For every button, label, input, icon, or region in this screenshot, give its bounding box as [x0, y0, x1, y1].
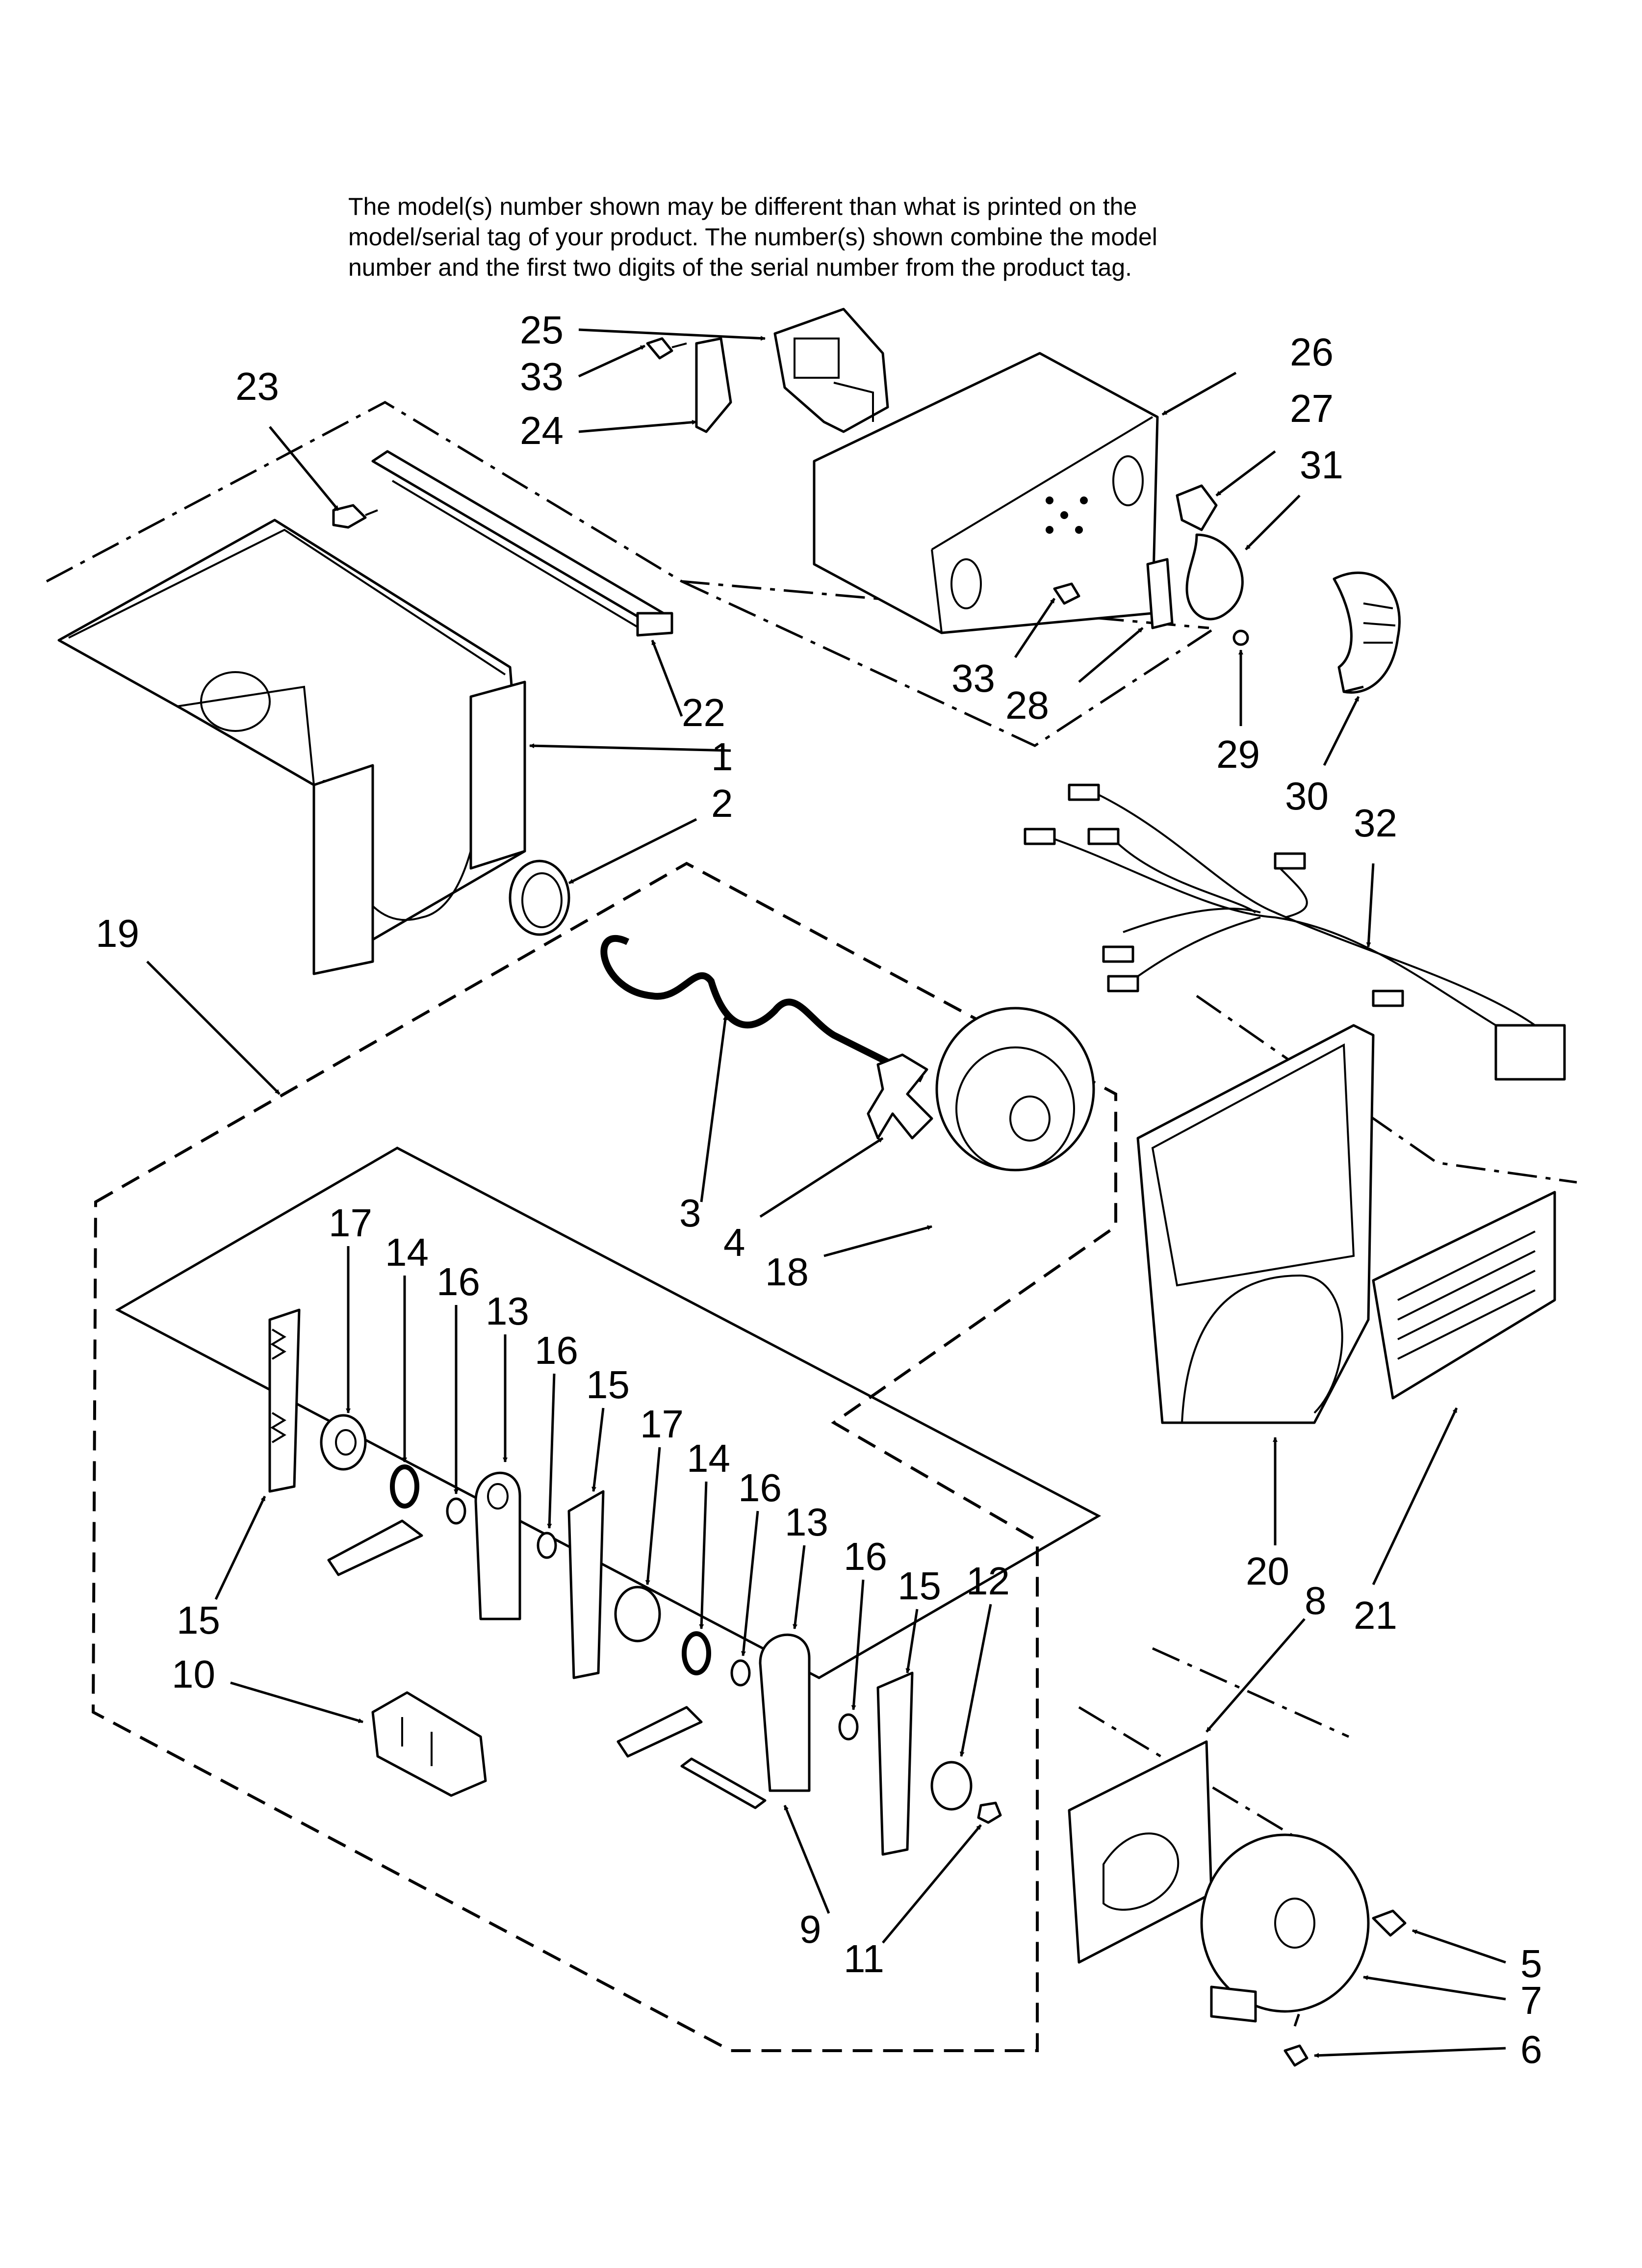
nut-part-29 — [1232, 629, 1249, 646]
dispenser-front-part-20 — [1136, 1024, 1375, 1424]
callout-2: 2 — [711, 782, 733, 825]
wiring-harness-frame — [1196, 994, 1577, 1184]
callout-17-mid: 17 — [640, 1402, 684, 1446]
screw-part-6 — [1283, 2044, 1308, 2067]
bucket-rail-part-22 — [371, 450, 673, 637]
model-number-note: The model(s) number shown may be differe… — [348, 191, 1427, 283]
callout-1: 1 — [711, 735, 733, 779]
ring-part-14-mid — [682, 1631, 711, 1675]
callout-22: 22 — [682, 691, 725, 734]
callout-27: 27 — [1290, 387, 1334, 430]
ice-bucket-part-1 — [57, 519, 526, 975]
blade-part-4 — [867, 1053, 933, 1140]
callout-30: 30 — [1285, 774, 1329, 818]
callout-32: 32 — [1354, 801, 1397, 845]
callout-16-d: 16 — [844, 1535, 887, 1578]
callout-12: 12 — [966, 1559, 1010, 1603]
callout-23: 23 — [235, 365, 279, 408]
wiring-harness-part-32 — [1024, 783, 1566, 1081]
spacer-part-16-c — [730, 1659, 751, 1687]
motor-part-25 — [773, 308, 889, 433]
plate-part-13-mid — [759, 1633, 811, 1792]
ring-part-14-left — [390, 1464, 419, 1509]
crusher-subassembly-frame — [115, 1147, 1102, 1679]
note-line-1: The model(s) number shown may be differe… — [348, 193, 1137, 220]
callout-10: 10 — [172, 1652, 215, 1696]
spacer-part-16-b — [537, 1532, 557, 1559]
auger-part-3 — [600, 935, 924, 1083]
callout-26: 26 — [1290, 330, 1334, 374]
callout-4: 4 — [723, 1221, 745, 1264]
callout-7: 7 — [1520, 1979, 1542, 2022]
screw-part-33-mid — [1053, 582, 1080, 605]
drive-housing-part-18 — [935, 1007, 1095, 1172]
callout-3: 3 — [679, 1191, 701, 1235]
nut-part-11 — [977, 1801, 1002, 1824]
callout-8: 8 — [1305, 1579, 1327, 1622]
lamp-cover-part-30 — [1333, 572, 1401, 694]
callout-15-mid: 15 — [586, 1363, 630, 1407]
callout-33-top: 33 — [520, 355, 564, 398]
lamp-socket-part-27 — [1176, 484, 1218, 531]
arm-part-left — [327, 1519, 423, 1576]
callout-25: 25 — [520, 308, 564, 352]
shaft-part-9 — [680, 1757, 767, 1809]
leader-lines — [146, 328, 1506, 2058]
callout-16-b: 16 — [535, 1329, 578, 1372]
callout-14-left: 14 — [385, 1230, 429, 1274]
bearing-part-2 — [509, 860, 570, 936]
callout-16-c: 16 — [738, 1466, 782, 1510]
bearing-part-12 — [930, 1761, 973, 1811]
callout-11: 11 — [844, 1937, 884, 1981]
note-line-2: model/serial tag of your product. The nu… — [348, 223, 1157, 251]
callout-9: 9 — [799, 1907, 821, 1951]
arm-part-mid — [616, 1706, 703, 1758]
mounting-plate-part-8 — [1068, 1740, 1213, 1964]
dispenser-motor-part-7 — [1200, 1833, 1370, 2023]
callout-16-a: 16 — [436, 1260, 480, 1303]
callout-15-right: 15 — [898, 1564, 941, 1608]
note-line-3: number and the first two digits of the s… — [348, 254, 1132, 281]
bearing-part-17-mid — [614, 1586, 661, 1642]
callout-31: 31 — [1300, 443, 1343, 487]
bracket-part-28 — [1146, 558, 1174, 629]
callout-numbers: 25 33 24 23 26 27 31 22 1 2 33 28 29 30 … — [96, 308, 1542, 2071]
clip-part-24 — [695, 337, 732, 433]
callout-5: 5 — [1520, 1942, 1542, 1985]
bearing-part-17-left — [320, 1414, 367, 1471]
callout-21: 21 — [1354, 1593, 1397, 1637]
crusher-blade-part-15-right — [876, 1671, 914, 1856]
callout-19: 19 — [96, 912, 139, 955]
callout-29: 29 — [1216, 732, 1260, 776]
callout-24: 24 — [520, 409, 564, 452]
plate-part-13-left — [474, 1471, 521, 1620]
grille-part-21 — [1372, 1191, 1556, 1400]
callout-28: 28 — [1005, 683, 1049, 727]
crusher-blade-part-15-mid — [567, 1490, 605, 1679]
spacer-part-16-d — [838, 1713, 859, 1741]
housing-part-10 — [371, 1691, 487, 1797]
callout-20: 20 — [1246, 1549, 1289, 1593]
callout-14-mid: 14 — [687, 1436, 730, 1480]
spacer-part-16-a — [446, 1497, 466, 1525]
callout-18: 18 — [765, 1250, 809, 1294]
screw-part-33-top — [646, 337, 687, 360]
auger-assembly-frame-19 — [91, 861, 1117, 2052]
callout-15-left: 15 — [177, 1598, 220, 1642]
crusher-blade-part-15-left — [268, 1308, 301, 1493]
lamp-bulb-part-31 — [1185, 533, 1244, 621]
callout-13-mid: 13 — [785, 1500, 828, 1544]
callout-33-mid: 33 — [951, 656, 995, 700]
screw-part-5 — [1372, 1909, 1407, 1937]
screw-part-23 — [332, 504, 378, 529]
callout-13-left: 13 — [486, 1289, 529, 1333]
callout-6: 6 — [1520, 2028, 1542, 2071]
callout-17-left: 17 — [329, 1201, 372, 1245]
